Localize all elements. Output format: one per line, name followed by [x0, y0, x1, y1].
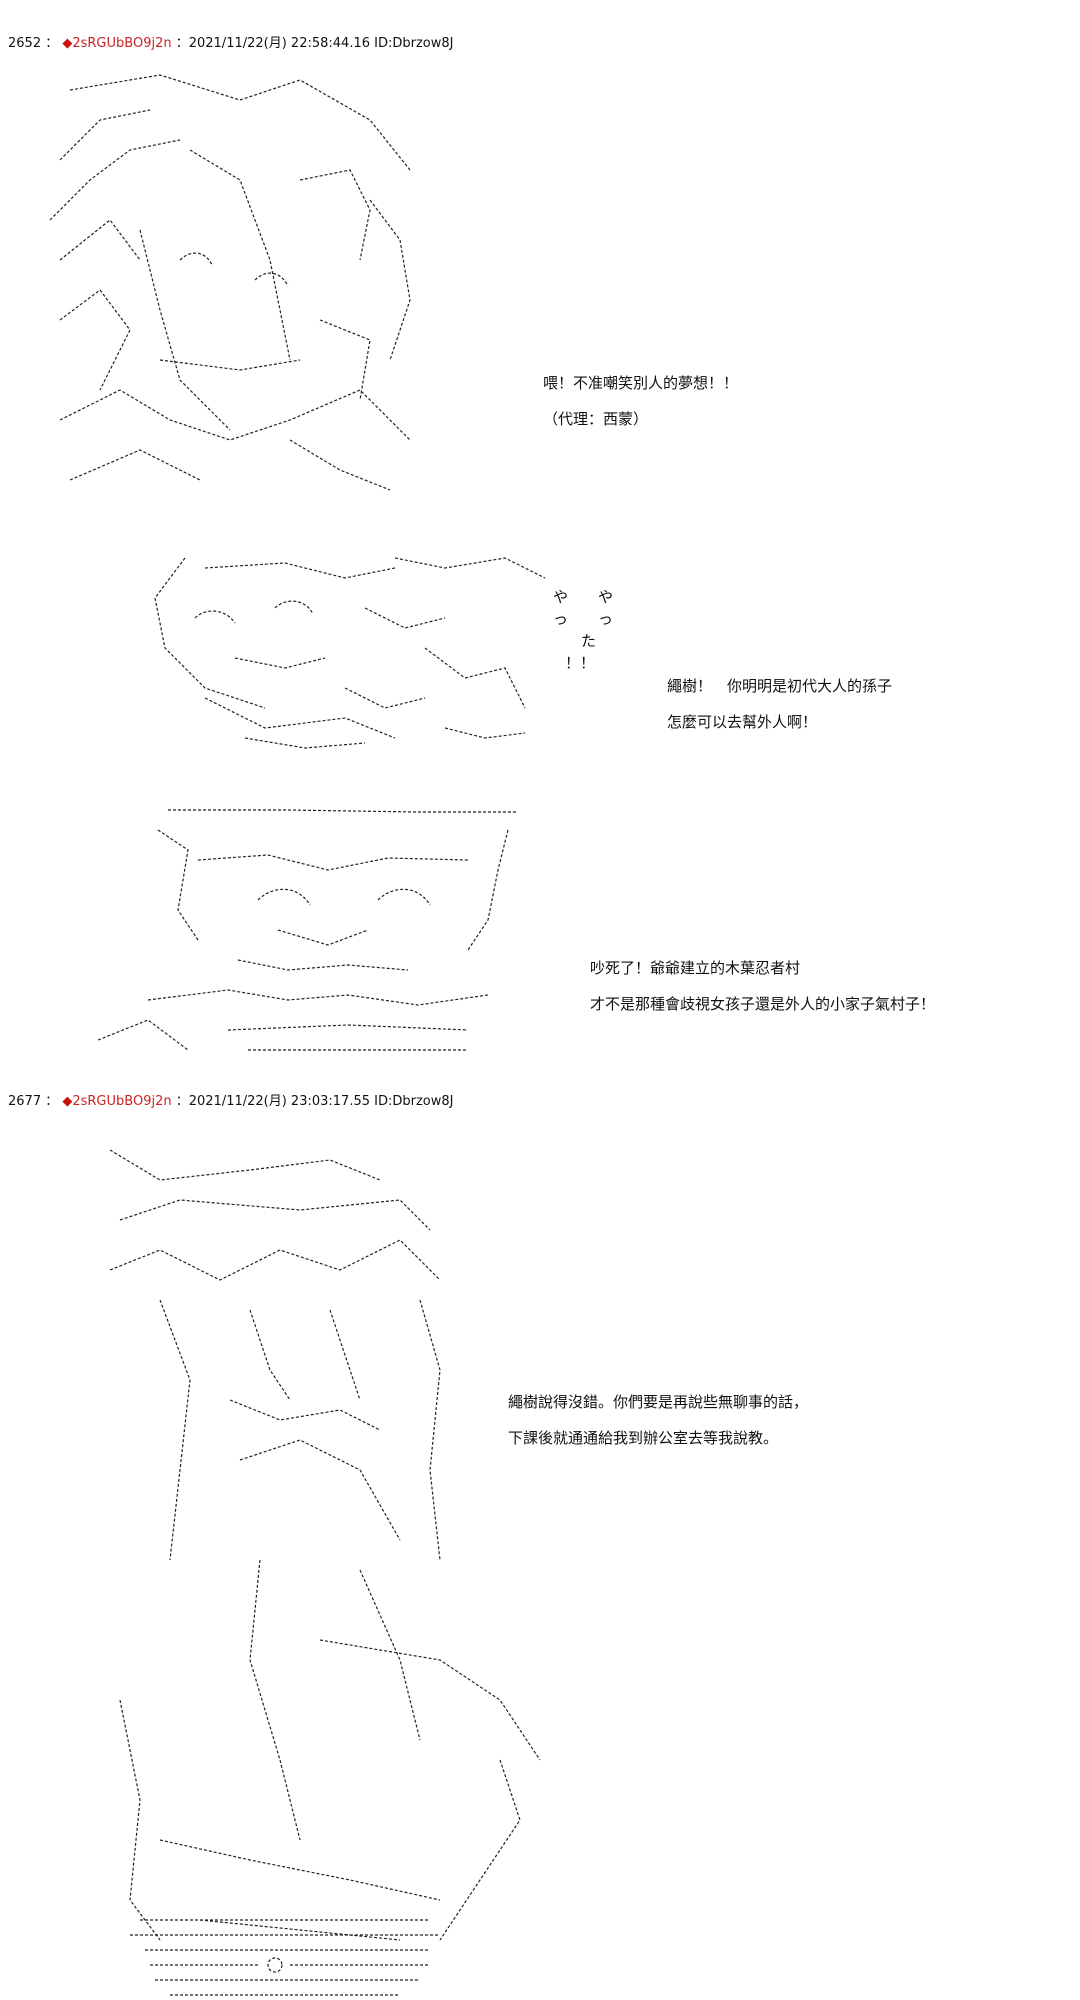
trip-diamond-icon: ◆ [62, 36, 73, 51]
post-number: 2652 [8, 36, 42, 51]
dialogue-block: 喂！不准嘲笑別人的夢想！！ （代理：西蒙） [543, 365, 738, 437]
ascii-art-girl [40, 60, 470, 500]
trip-diamond-icon: ◆ [62, 1094, 73, 1109]
dialogue-line: （代理：西蒙） [543, 410, 649, 428]
tripcode-link[interactable]: 2sRGUbBO9j2n [72, 1094, 172, 1109]
ascii-art-boy [88, 800, 518, 1060]
post-number: 2677 [8, 1094, 42, 1109]
dialogue-line: 怎麼可以去幫外人啊！ [667, 713, 818, 731]
post-header: 2677 ： ◆2sRGUbBO9j2n ：2021/11/22(月) 23:0… [8, 1094, 454, 1109]
ascii-art-desk [130, 1910, 450, 2000]
post-meta: ：2021/11/22(月) 22:58:44.16 ID:Dbrzow8J [171, 36, 454, 51]
tripcode-link[interactable]: 2sRGUbBO9j2n [72, 36, 172, 51]
dialogue-line: 繩樹說得沒錯。你們要是再說些無聊事的話， [508, 1393, 809, 1411]
dialogue-line: 才不是那種會歧視女孩子還是外人的小家子氣村子！ [590, 995, 936, 1013]
dialogue-block: 吵死了！爺爺建立的木葉忍者村 才不是那種會歧視女孩子還是外人的小家子氣村子！ [590, 950, 935, 1022]
dialogue-block: 繩樹說得沒錯。你們要是再說些無聊事的話， 下課後就通通給我到辦公室去等我說教。 [508, 1384, 808, 1456]
art-caption: や やっ った！！ [553, 588, 614, 672]
dialogue-line: 喂！不准嘲笑別人的夢想！！ [543, 374, 739, 392]
post-header: 2652 ： ◆2sRGUbBO9j2n ：2021/11/22(月) 22:5… [8, 36, 454, 51]
ascii-art-teacher [100, 1140, 570, 1960]
ascii-art-crowd: や やっ った！！ [145, 548, 613, 758]
post-meta: ：2021/11/22(月) 23:03:17.55 ID:Dbrzow8J [171, 1094, 454, 1109]
dialogue-line: 繩樹！ 你明明是初代大人的孫子 [667, 677, 893, 695]
dialogue-line: 吵死了！爺爺建立的木葉忍者村 [590, 959, 801, 977]
dialogue-line: 下課後就通通給我到辦公室去等我說教。 [508, 1429, 779, 1447]
dialogue-block: 繩樹！ 你明明是初代大人的孫子 怎麼可以去幫外人啊！ [667, 668, 892, 740]
